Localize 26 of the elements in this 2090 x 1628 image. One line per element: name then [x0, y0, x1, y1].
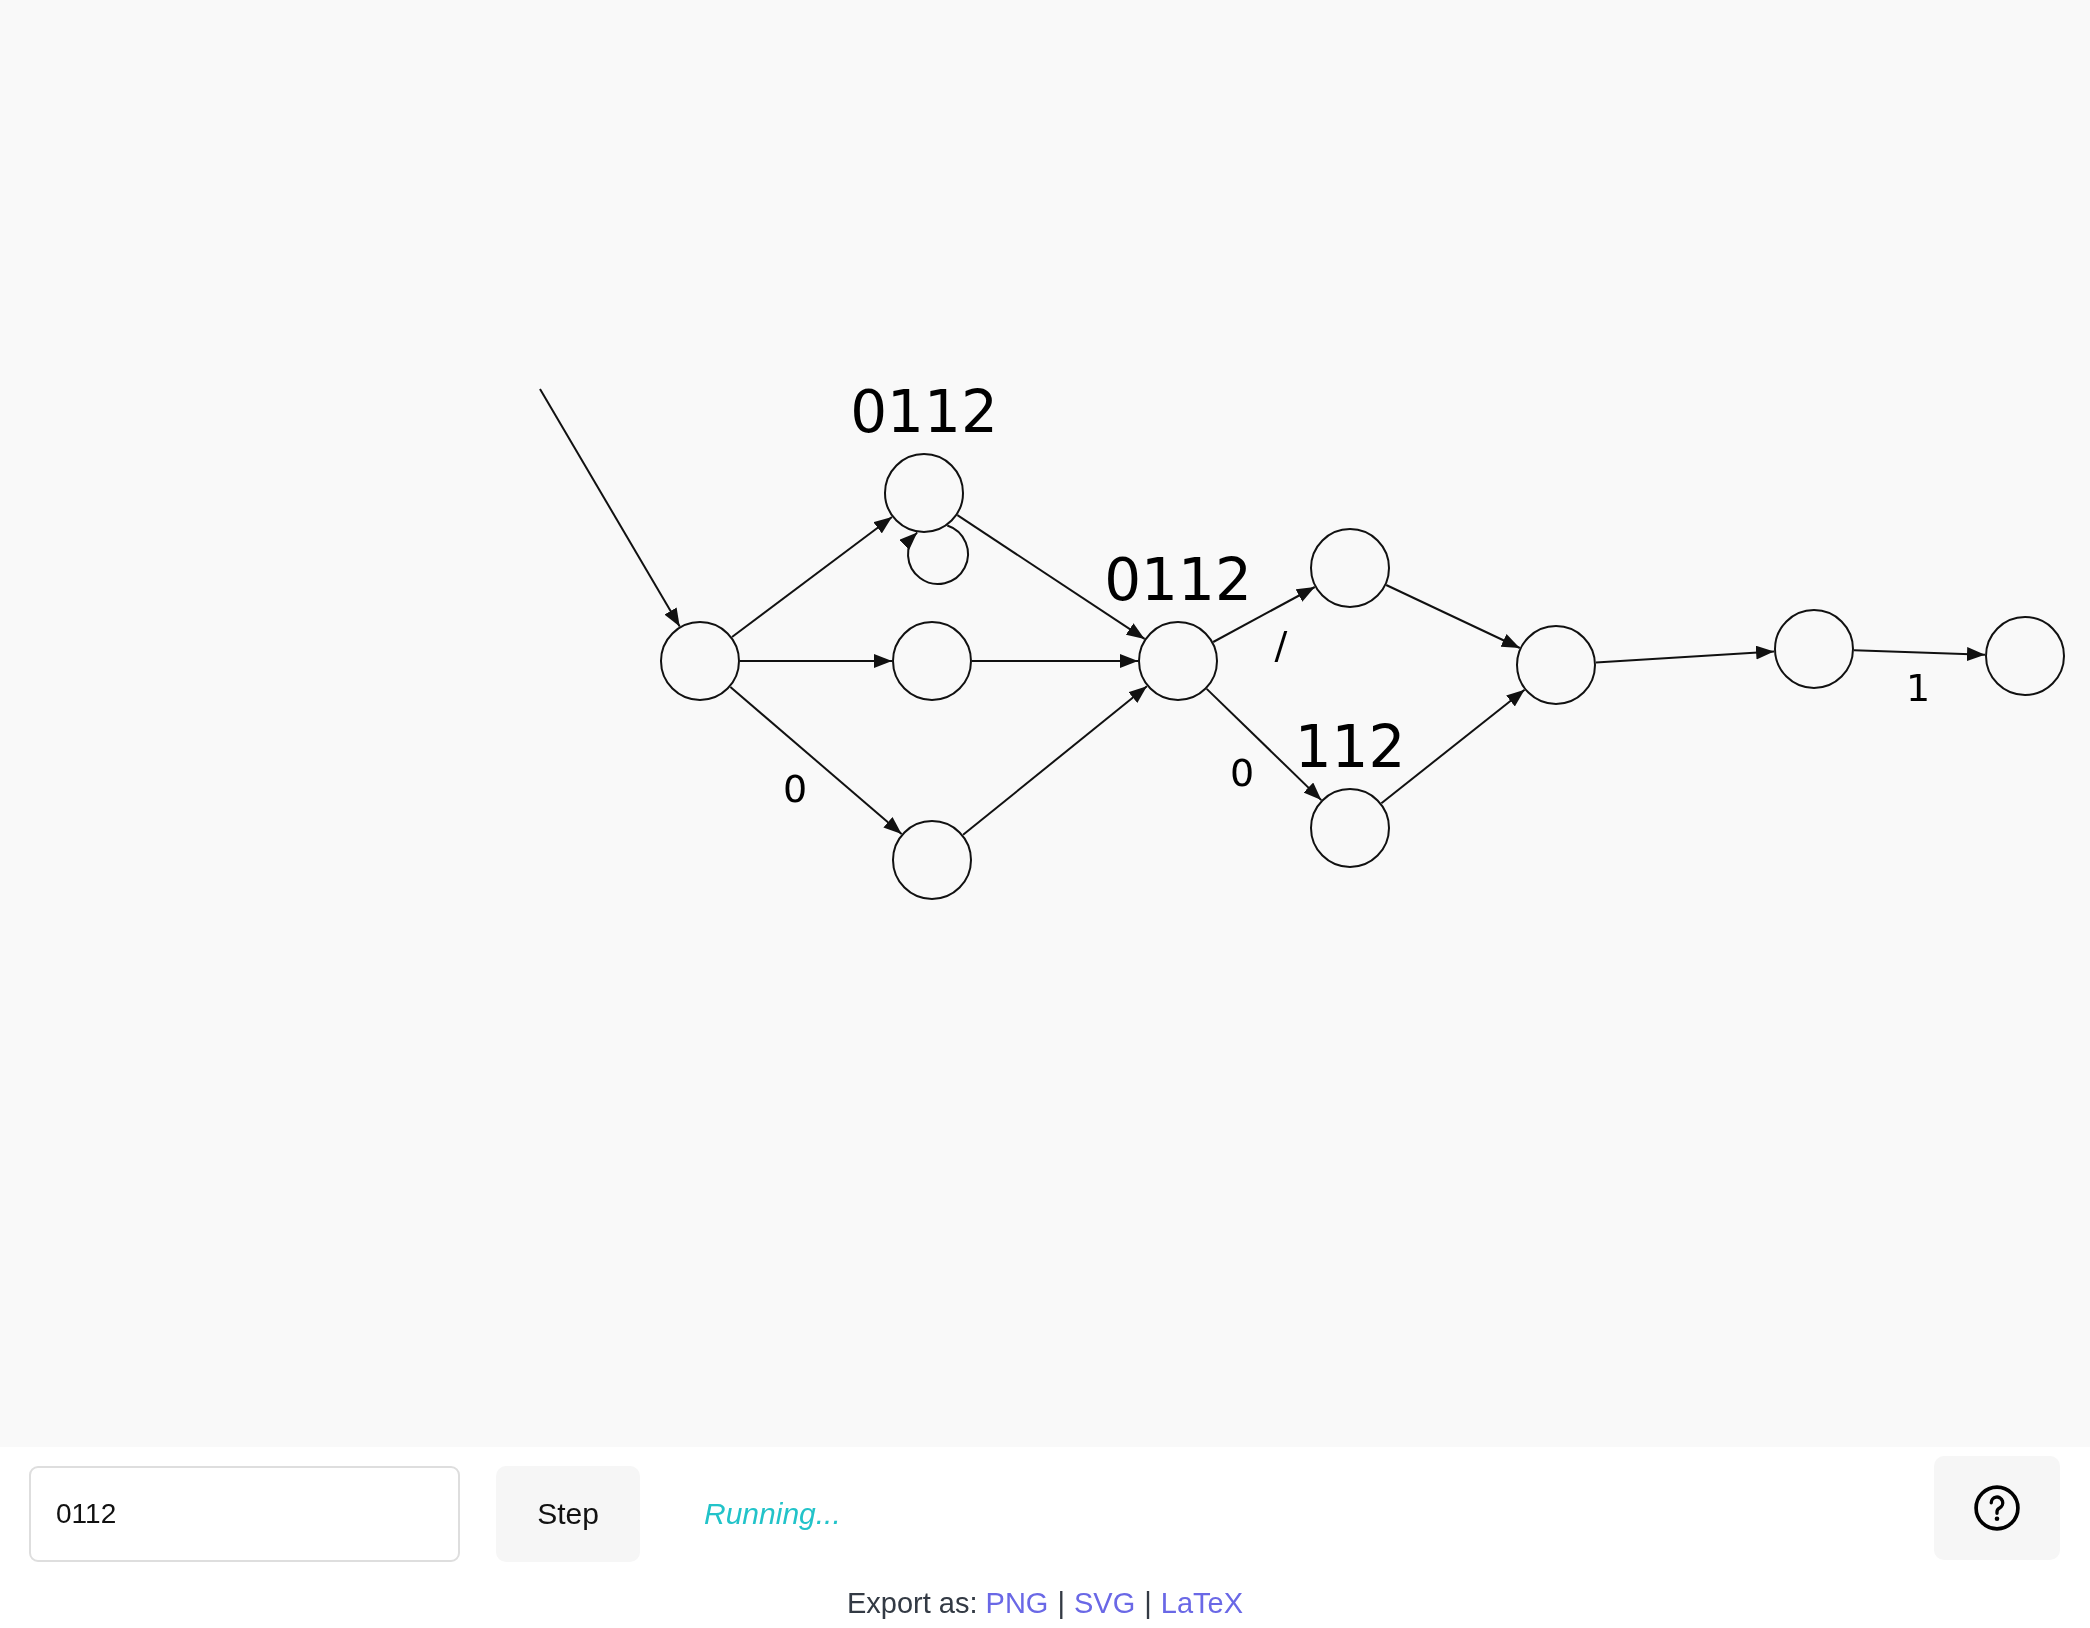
- arrow: [956, 514, 1146, 640]
- export-link: PNG: [985, 1586, 1049, 1621]
- state-label: 0112: [850, 383, 998, 441]
- status-text: Running...: [704, 1496, 841, 1532]
- state-label: 0112: [1104, 551, 1252, 609]
- step-button: Step: [496, 1466, 640, 1562]
- arrow: [729, 686, 903, 835]
- arrow: [731, 516, 893, 638]
- arrow: [1853, 647, 1986, 662]
- arrow: [1205, 687, 1323, 802]
- arrow: [1380, 688, 1526, 805]
- loop-arrow: [899, 524, 969, 585]
- arrow: [1212, 586, 1316, 643]
- input-field: 0112: [29, 1466, 460, 1562]
- export-link: SVG: [1073, 1586, 1136, 1621]
- arrow: [739, 654, 893, 668]
- state-circle: [892, 820, 972, 900]
- arrow: [539, 388, 681, 628]
- arrow: [1594, 645, 1776, 664]
- state-label: 112: [1294, 718, 1406, 776]
- arrow: [971, 654, 1139, 668]
- separator: |: [1144, 1586, 1152, 1621]
- export-link: LaTeX: [1160, 1586, 1243, 1621]
- separator: |: [1057, 1586, 1065, 1621]
- export-label: Export as:: [847, 1586, 978, 1621]
- arrow: [962, 685, 1148, 836]
